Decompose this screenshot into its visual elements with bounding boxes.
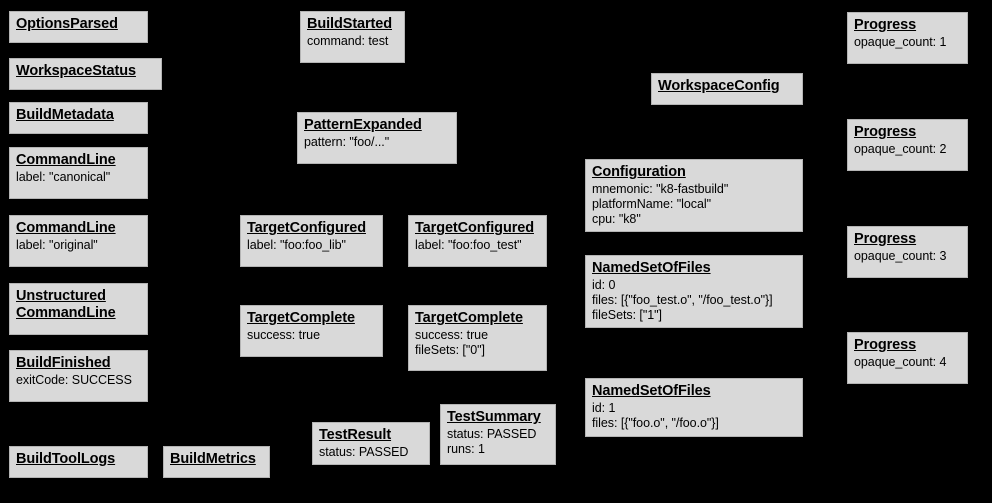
node-build-started[interactable]: BuildStarted command: test	[300, 11, 405, 63]
node-title: NamedSetOfFiles	[592, 383, 711, 399]
node-title: NamedSetOfFiles	[592, 260, 711, 276]
node-title: Unstructured CommandLine	[16, 288, 116, 322]
node-title: Progress	[854, 231, 917, 247]
node-attributes: pattern: "foo/..."	[304, 135, 390, 150]
node-attributes: opaque_count: 3	[854, 249, 947, 264]
node-title: BuildStarted	[307, 16, 393, 32]
node-test-summary[interactable]: TestSummary status: PASSED runs: 1	[440, 404, 556, 465]
node-target-complete-lib[interactable]: TargetComplete success: true	[240, 305, 383, 357]
node-title: TargetConfigured	[247, 220, 366, 236]
node-workspace-status[interactable]: WorkspaceStatus	[9, 58, 162, 90]
node-title: TargetConfigured	[415, 220, 534, 236]
node-progress-3[interactable]: Progress opaque_count: 3	[847, 226, 968, 278]
node-attributes: exitCode: SUCCESS	[16, 373, 132, 388]
node-title: BuildMetadata	[16, 107, 114, 123]
node-build-metrics[interactable]: BuildMetrics	[163, 446, 270, 478]
node-attributes: label: "original"	[16, 238, 98, 253]
node-build-finished[interactable]: BuildFinished exitCode: SUCCESS	[9, 350, 148, 402]
node-title: OptionsParsed	[16, 16, 118, 32]
node-title: TargetComplete	[247, 310, 355, 326]
node-attributes: mnemonic: "k8-fastbuild" platformName: "…	[592, 182, 729, 226]
node-command-line-canonical[interactable]: CommandLine label: "canonical"	[9, 147, 148, 199]
node-command-line-original[interactable]: CommandLine label: "original"	[9, 215, 148, 267]
node-attributes: status: PASSED	[319, 445, 409, 460]
node-title: BuildToolLogs	[16, 451, 116, 467]
node-attributes: id: 1 files: [{"foo.o", "/foo.o"}]	[592, 401, 719, 430]
node-build-metadata[interactable]: BuildMetadata	[9, 102, 148, 134]
node-title: TestSummary	[447, 409, 541, 425]
node-title: Configuration	[592, 164, 686, 180]
node-title: WorkspaceConfig	[658, 78, 780, 94]
node-title: TargetComplete	[415, 310, 523, 326]
node-progress-2[interactable]: Progress opaque_count: 2	[847, 119, 968, 171]
node-title: CommandLine	[16, 152, 116, 168]
node-title: Progress	[854, 17, 917, 33]
node-title: WorkspaceStatus	[16, 63, 136, 79]
node-title: CommandLine	[16, 220, 116, 236]
node-attributes: label: "foo:foo_lib"	[247, 238, 346, 253]
node-pattern-expanded[interactable]: PatternExpanded pattern: "foo/..."	[297, 112, 457, 164]
node-configuration[interactable]: Configuration mnemonic: "k8-fastbuild" pl…	[585, 159, 803, 232]
node-attributes: success: true fileSets: ["0"]	[415, 328, 488, 357]
node-attributes: label: "foo:foo_test"	[415, 238, 522, 253]
node-attributes: opaque_count: 2	[854, 142, 947, 157]
node-attributes: label: "canonical"	[16, 170, 111, 185]
node-workspace-config[interactable]: WorkspaceConfig	[651, 73, 803, 105]
node-options-parsed[interactable]: OptionsParsed	[9, 11, 148, 43]
node-progress-4[interactable]: Progress opaque_count: 4	[847, 332, 968, 384]
node-build-tool-logs[interactable]: BuildToolLogs	[9, 446, 148, 478]
node-attributes: status: PASSED runs: 1	[447, 427, 537, 456]
node-title: BuildFinished	[16, 355, 111, 371]
node-title: Progress	[854, 337, 917, 353]
node-attributes: id: 0 files: [{"foo_test.o", "/foo_test.…	[592, 278, 773, 322]
node-test-result[interactable]: TestResult status: PASSED	[312, 422, 430, 465]
node-unstructured-command-line[interactable]: Unstructured CommandLine	[9, 283, 148, 335]
node-attributes: command: test	[307, 34, 389, 49]
node-title: PatternExpanded	[304, 117, 422, 133]
node-title: BuildMetrics	[170, 451, 256, 467]
node-target-configured-foo-test[interactable]: TargetConfigured label: "foo:foo_test"	[408, 215, 547, 267]
node-attributes: opaque_count: 4	[854, 355, 947, 370]
node-title: TestResult	[319, 427, 392, 443]
node-attributes: success: true	[247, 328, 320, 343]
node-attributes: opaque_count: 1	[854, 35, 947, 50]
node-named-set-of-files-1[interactable]: NamedSetOfFiles id: 1 files: [{"foo.o", "…	[585, 378, 803, 437]
node-title: Progress	[854, 124, 917, 140]
node-progress-1[interactable]: Progress opaque_count: 1	[847, 12, 968, 64]
node-target-configured-foo-lib[interactable]: TargetConfigured label: "foo:foo_lib"	[240, 215, 383, 267]
node-named-set-of-files-0[interactable]: NamedSetOfFiles id: 0 files: [{"foo_test.…	[585, 255, 803, 328]
node-target-complete-test[interactable]: TargetComplete success: true fileSets: ["…	[408, 305, 547, 371]
